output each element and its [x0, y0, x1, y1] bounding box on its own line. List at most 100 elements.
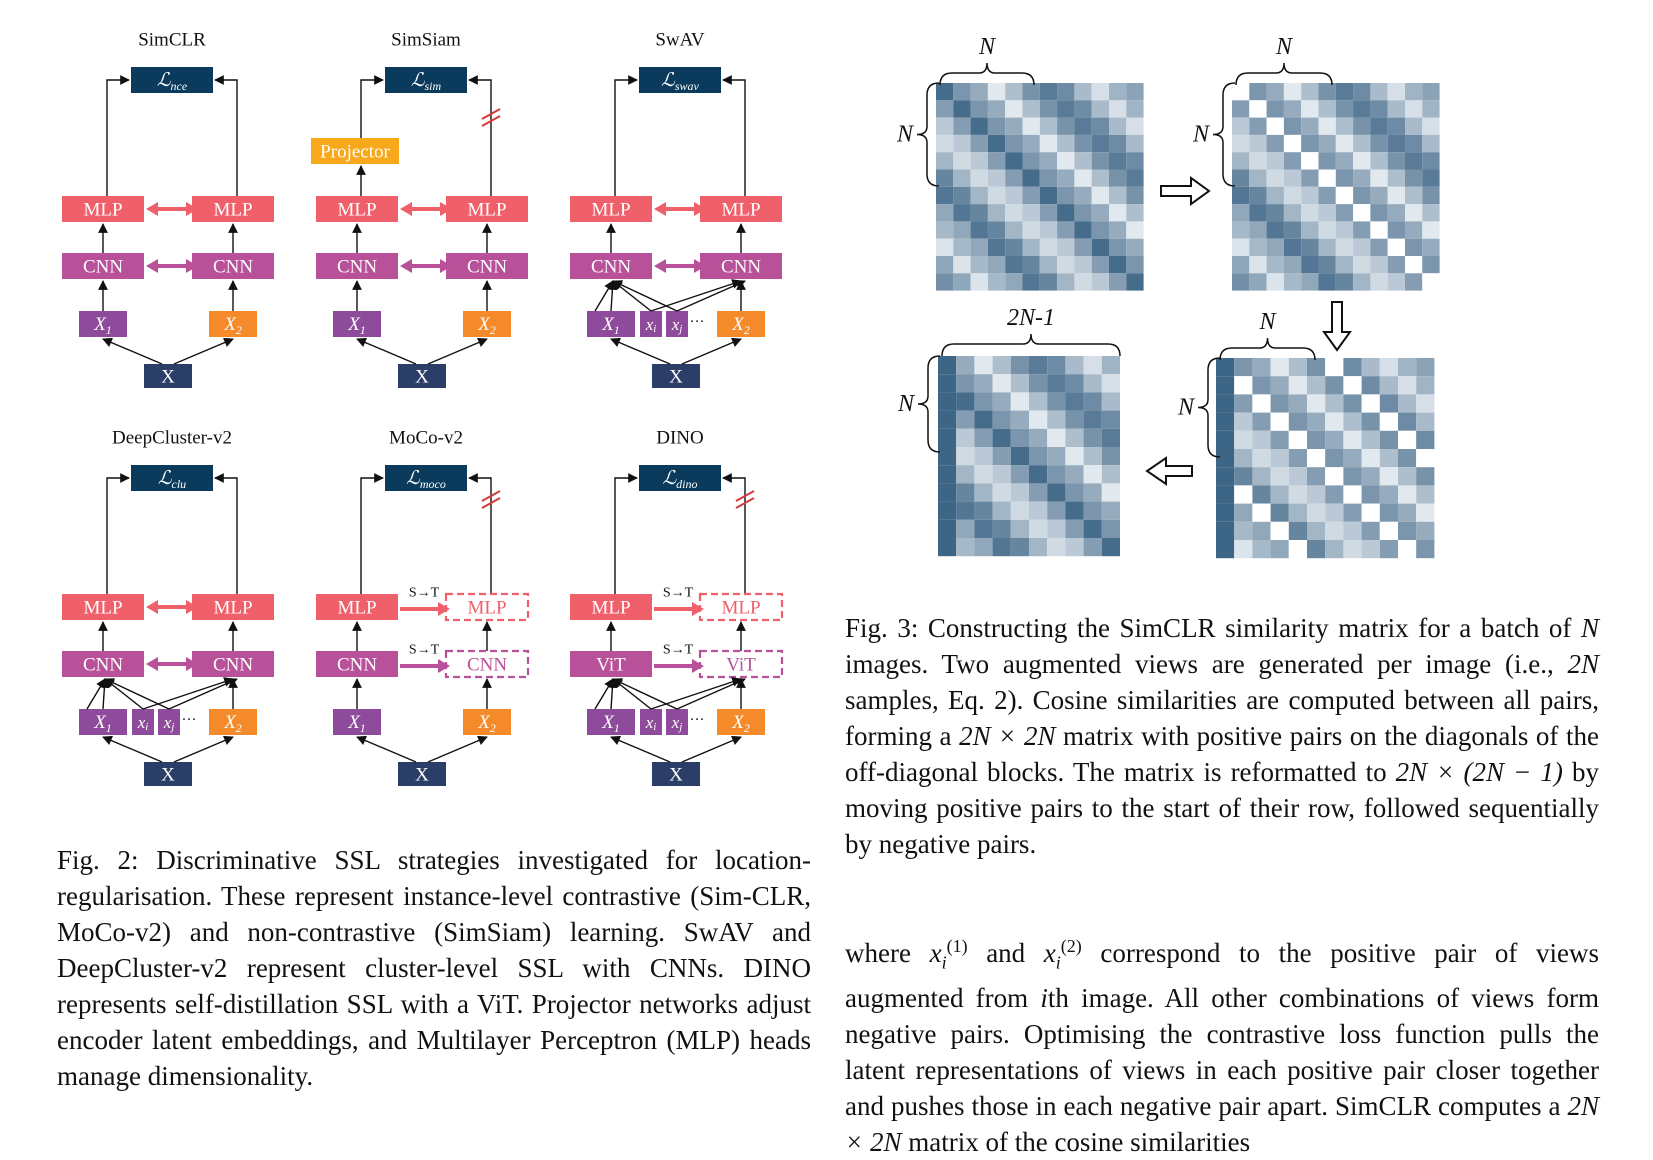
matrix-cell	[1398, 394, 1417, 413]
mlp-left	[62, 594, 144, 620]
matrix-cell	[992, 447, 1011, 466]
x1-box	[333, 709, 381, 735]
matrix-cell	[1307, 449, 1326, 468]
matrix-cell	[1065, 465, 1084, 484]
matrix-cell	[974, 447, 993, 466]
matrix-cell	[987, 152, 1006, 170]
bidir-head-left	[146, 202, 158, 216]
matrix-cell	[1249, 100, 1267, 118]
matrix-cell	[1325, 485, 1344, 504]
matrix-cell	[1232, 238, 1250, 256]
matrix-cell	[1047, 519, 1066, 538]
matrix-cell	[1370, 256, 1388, 274]
matrix-cell	[1252, 503, 1271, 522]
matrix-cell	[1343, 521, 1362, 540]
xi-to-right-enc	[650, 279, 742, 312]
matrix-cell	[1232, 117, 1250, 135]
x1-box	[587, 311, 635, 337]
bidir-head-right	[186, 657, 198, 671]
matrix-cell	[1387, 238, 1405, 256]
matrix-cell	[1091, 221, 1109, 239]
matrix-cell	[956, 428, 975, 447]
matrix-cell	[1288, 358, 1307, 377]
matrix-cell	[987, 256, 1006, 274]
view-to-enc-0	[594, 280, 614, 312]
matrix-cell	[1047, 465, 1066, 484]
matrix-cell	[1379, 521, 1398, 540]
view-to-enc-0	[594, 678, 614, 710]
matrix-cell	[1405, 221, 1423, 239]
brace-left-1	[916, 82, 940, 187]
matrix-cell	[1288, 521, 1307, 540]
matrix-cell	[956, 447, 975, 466]
matrix-cell	[1283, 83, 1302, 101]
matrix-cell	[1010, 519, 1029, 538]
matrix-cell	[1232, 256, 1250, 274]
brace-top-3	[1219, 337, 1316, 361]
matrix-cell	[987, 117, 1006, 135]
body-math-x2-sup: (2)	[1060, 936, 1082, 956]
matrix-cell	[1318, 83, 1336, 101]
matrix-cell	[970, 134, 988, 153]
matrix-cell	[1405, 186, 1423, 205]
matrix-cell	[1234, 540, 1253, 559]
matrix-cell	[1232, 100, 1250, 118]
matrix-cell	[1266, 134, 1284, 153]
matrix-cell	[1022, 169, 1040, 187]
left-line	[360, 473, 384, 594]
st-arrow-head	[438, 602, 450, 616]
matrix-cell	[1370, 100, 1388, 118]
right-line	[468, 75, 492, 196]
matrix-cell	[1101, 465, 1120, 484]
right-line	[722, 473, 746, 594]
matrix-cell	[1083, 501, 1102, 520]
matrix-cell	[1065, 483, 1084, 502]
matrix-cell	[1249, 238, 1267, 256]
mlp-right-label: MLP	[721, 598, 760, 619]
encoder-right	[446, 253, 528, 279]
x2-label: X2	[223, 712, 242, 736]
matrix-cell	[1405, 273, 1423, 291]
matrix-cell	[1353, 204, 1371, 222]
matrix-cell	[1126, 256, 1144, 274]
matrix-cell	[1325, 540, 1344, 559]
matrix-cell	[1318, 117, 1336, 135]
matrix-cell	[1335, 152, 1354, 170]
matrix-cell	[936, 152, 954, 170]
matrix-cell	[936, 100, 954, 118]
matrix-cell	[1416, 358, 1435, 377]
matrix-cell	[1126, 204, 1144, 222]
matrix-cell	[1109, 273, 1127, 291]
mlp-right-label: MLP	[467, 598, 506, 619]
brace-left-2	[1212, 82, 1236, 187]
matrix-cell	[1216, 412, 1235, 431]
xj-box	[158, 709, 180, 735]
mlp-left	[62, 196, 144, 222]
matrix-cell	[1101, 374, 1120, 393]
x2-box	[463, 311, 511, 337]
matrix-cell	[992, 519, 1011, 538]
matrix-cell	[1343, 467, 1362, 486]
matrix-cell	[1109, 100, 1127, 118]
matrix-cell	[974, 465, 993, 484]
matrix-cell	[1422, 238, 1440, 256]
input-to-x1	[610, 735, 671, 763]
matrix-cell	[1126, 238, 1144, 256]
matrix-cell	[970, 273, 988, 291]
matrix-cell	[1029, 356, 1048, 375]
matrix-cell	[956, 392, 975, 411]
matrix-cell	[1005, 83, 1023, 101]
matrix-cell	[953, 204, 971, 222]
right-line	[722, 75, 746, 196]
matrix-cell	[1379, 540, 1398, 559]
matrix-cell	[1270, 485, 1289, 504]
matrix-cell	[1234, 394, 1253, 413]
encoder-right	[444, 649, 530, 679]
matrix-cell	[1379, 412, 1398, 431]
input-label: X	[415, 765, 429, 786]
matrix-cell	[1283, 256, 1302, 274]
matrix-cell	[1109, 83, 1127, 101]
matrix-cell	[970, 204, 988, 222]
mlp-right-label: MLP	[721, 200, 760, 221]
matrix-cell	[1353, 273, 1371, 291]
